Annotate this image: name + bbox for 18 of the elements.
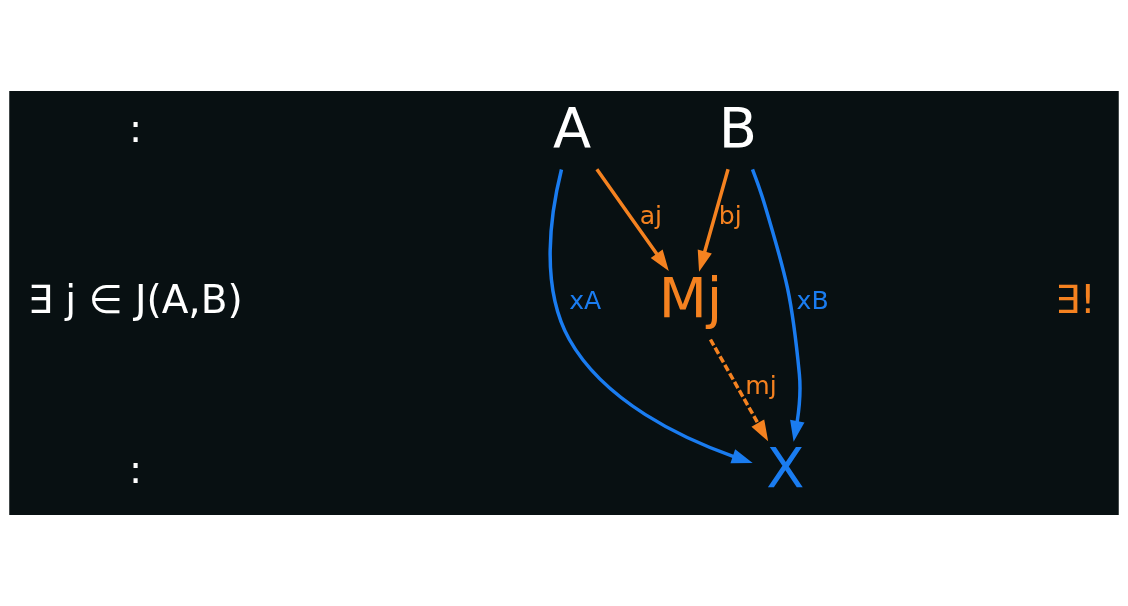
node-text: B [718,94,758,160]
edge-label: bj [718,201,742,231]
node-text: X [766,435,805,501]
arrow [750,168,805,442]
arrow [697,168,730,272]
arrow [548,169,753,464]
edge-label: aj [639,201,662,231]
label: ∃ j ∈ J(A,B) [28,276,243,322]
arrow [708,338,769,442]
edge-label: mj [745,371,777,401]
node-text: Mj [658,264,723,330]
label: ∃! [1055,276,1096,322]
edge-label: xA [569,286,602,316]
node-text: A [552,94,592,160]
label: : [128,106,143,152]
edge-label: xB [796,286,829,316]
arrow [595,168,669,271]
label: : [128,446,143,492]
